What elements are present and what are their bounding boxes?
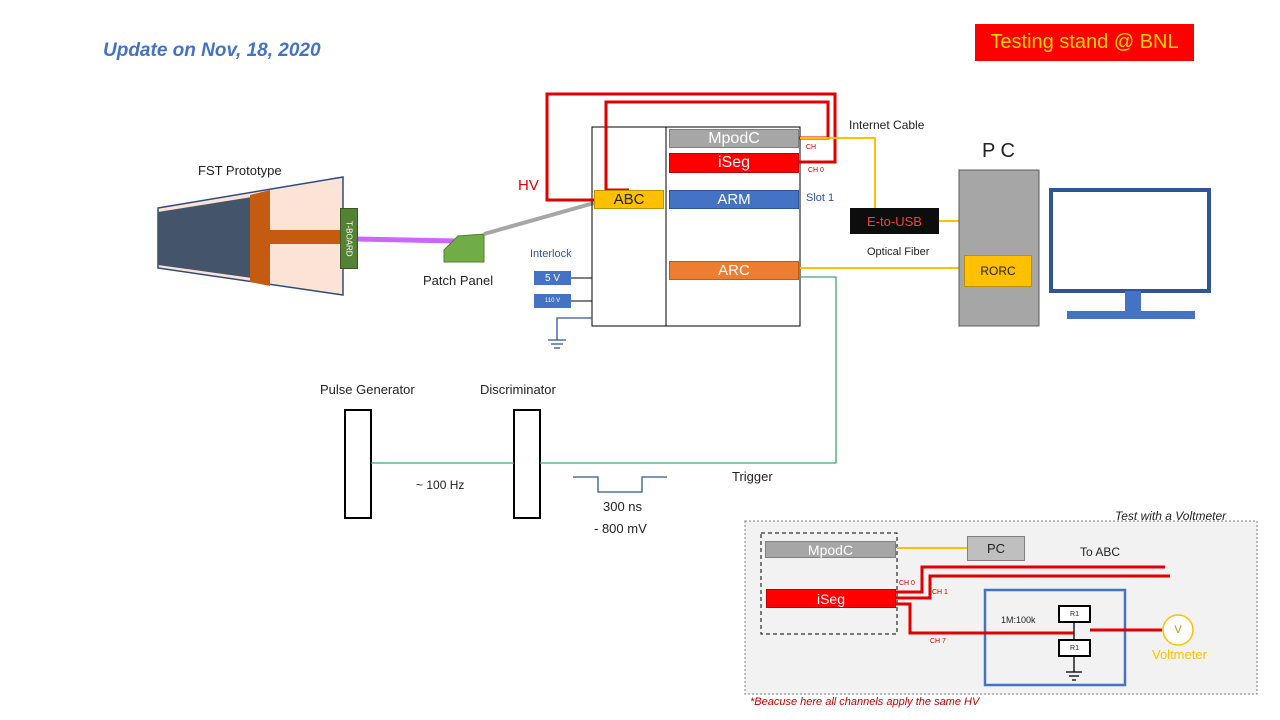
resistor-top-label: R1 — [1070, 610, 1079, 618]
ch0-wire — [896, 565, 1165, 594]
e-to-usb-box: E-to-USB — [850, 208, 939, 234]
fst-prototype-label: FST Prototype — [198, 163, 282, 178]
divider-box — [983, 588, 1127, 687]
trigger-label: Trigger — [732, 469, 773, 484]
resistor-top — [1058, 605, 1091, 623]
crate-right — [665, 126, 801, 327]
ch1-wire — [896, 574, 1170, 600]
resistor-bottom-label: R1 — [1070, 644, 1079, 652]
module-arm: ARM — [669, 190, 799, 209]
hv-label: HV — [518, 177, 539, 194]
ground-wire — [556, 317, 592, 340]
discriminator-box — [513, 409, 541, 519]
fst-sensor — [158, 197, 252, 278]
hv-loop-outer — [545, 92, 837, 202]
test-ch0-label: CH 0 — [899, 580, 915, 587]
monitor-stand — [1125, 291, 1141, 311]
grey-cable — [483, 201, 595, 236]
footnote: *Beacuse here all channels apply the sam… — [750, 696, 980, 708]
pc-title: P C — [982, 140, 1015, 162]
violet-cable — [356, 236, 456, 244]
internet-cable-label: Internet Cable — [849, 118, 925, 132]
pulse-amplitude-label: - 800 mV — [594, 521, 647, 536]
to-abc-label: To ABC — [1080, 545, 1121, 559]
optical-fiber-label: Optical Fiber — [867, 246, 930, 258]
voltmeter-label: Voltmeter — [1152, 647, 1207, 662]
patch-panel-label: Patch Panel — [423, 273, 494, 288]
test-mpodc: MpodC — [765, 541, 896, 558]
discriminator-label: Discriminator — [480, 382, 556, 397]
title-banner: Testing stand @ BNL — [975, 24, 1194, 61]
divider-label: 1M:100k — [1001, 615, 1036, 625]
pulse-shape — [573, 476, 667, 493]
voltmeter-icon — [1162, 614, 1194, 646]
module-mpodc: MpodC — [669, 129, 799, 148]
ch-label: CH — [806, 144, 817, 151]
ch0-label: CH 0 — [808, 167, 824, 174]
patch-panel-icon — [443, 233, 485, 263]
fst-frame — [250, 190, 270, 286]
test-pc: PC — [967, 536, 1025, 561]
update-date: Update on Nov, 18, 2020 — [103, 40, 321, 61]
test-ch1-label: CH 1 — [932, 589, 948, 596]
slot-label: Slot 1 — [806, 192, 835, 204]
interlock-label: Interlock — [530, 248, 572, 260]
module-arc: ARC — [669, 261, 799, 280]
trigger-cable — [540, 276, 837, 464]
voltmeter-test-title: Test with a Voltmeter — [1115, 509, 1227, 523]
crate-outline-dashed — [760, 532, 898, 635]
voltmeter-symbol: V — [1174, 624, 1182, 636]
rorc-box: RORC — [964, 255, 1032, 287]
fst-arm — [270, 230, 342, 244]
t-board: T-BOARD — [340, 208, 358, 269]
psu-5v: 5 V — [534, 271, 571, 285]
pulse-generator-box — [344, 409, 372, 519]
ch7-wire — [896, 602, 1074, 635]
pulse-generator-label: Pulse Generator — [320, 382, 415, 397]
psu-110v: 110 V — [534, 294, 571, 308]
module-abc: ABC — [594, 190, 664, 209]
test-iseg: iSeg — [766, 589, 896, 608]
pc-tower — [958, 169, 1040, 327]
monitor-icon — [1049, 188, 1211, 293]
internet-cable — [800, 137, 876, 208]
module-iseg: iSeg — [669, 153, 799, 173]
frequency-label: ~ 100 Hz — [416, 478, 465, 492]
test-ch7-label: CH 7 — [930, 638, 946, 645]
resistor-bottom — [1058, 639, 1091, 657]
crate-left — [591, 126, 667, 327]
pulse-width-label: 300 ns — [603, 499, 643, 514]
monitor-base — [1067, 311, 1195, 319]
